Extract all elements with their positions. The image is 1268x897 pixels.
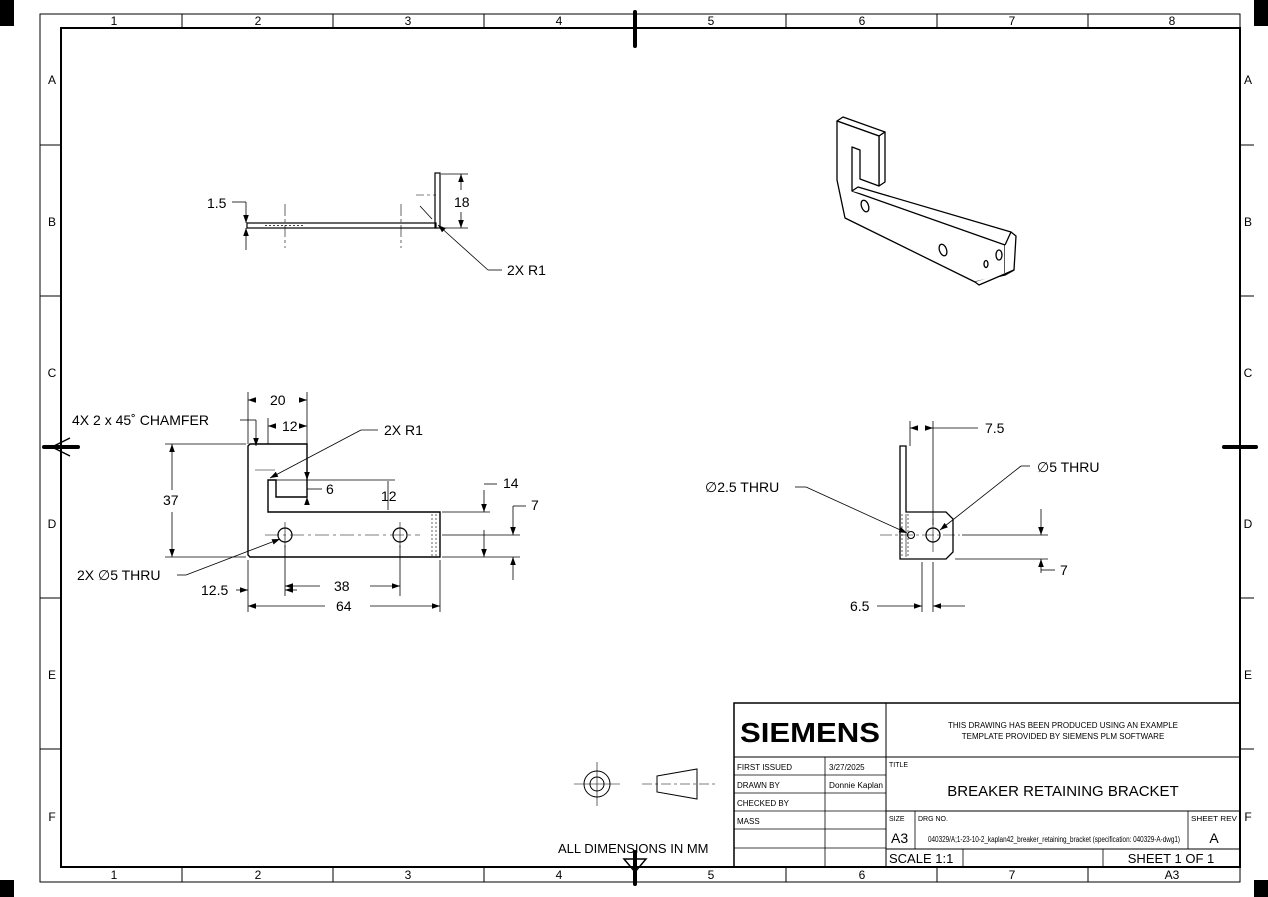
dim-12-5: 12.5: [201, 582, 228, 598]
zone-col-bottom: 3: [405, 868, 412, 882]
zone-col-bottom: 2: [255, 868, 262, 882]
zone-row-right: A: [1244, 73, 1252, 87]
value-sheet: SHEET 1 OF 1: [1128, 851, 1214, 866]
zone-col-bottom: A3: [1165, 868, 1180, 882]
note-side-small-hole: ∅2.5 THRU: [705, 479, 779, 495]
iso-hole-flange-1: [995, 249, 1003, 261]
dim-side-7: 7: [1060, 562, 1068, 578]
dim-height-37: 37: [163, 492, 179, 508]
units-note: ALL DIMENSIONS IN MM: [558, 841, 708, 856]
front-view-dimensions: [165, 392, 526, 612]
zone-labels: 1 2 3 4 5 6 7 8 1 2 3 4 5 6 7 A3 A B C D…: [48, 14, 1253, 882]
dim-7: 7: [531, 497, 539, 513]
zone-col-bottom: 7: [1009, 868, 1016, 882]
side-view-geometry: [880, 445, 960, 560]
zone-row-right: E: [1244, 668, 1252, 682]
dim-thickness: 1.5: [207, 195, 227, 211]
front-view: 4X 2 x 45˚ CHAMFER 20 12 2X R1 37 6 12 1…: [72, 392, 539, 614]
drawing-title: BREAKER RETAINING BRACKET: [947, 783, 1178, 800]
label-title: TITLE: [889, 762, 908, 769]
note-front-holes: 2X ∅5 THRU: [77, 567, 161, 583]
zone-col-top: 1: [111, 14, 118, 28]
dim-64: 64: [336, 598, 352, 614]
value-size: A3: [891, 830, 908, 846]
dim-slot-6: 6: [326, 481, 334, 497]
zone-row-right: F: [1244, 810, 1251, 824]
zone-row-right: C: [1244, 366, 1253, 380]
zone-row-right: B: [1244, 215, 1252, 229]
label-drawn-by: DRAWN BY: [737, 781, 780, 790]
inner-frame: [60, 27, 1241, 868]
zone-col-top: 4: [556, 14, 563, 28]
zone-row-left: B: [48, 215, 56, 229]
label-sheet-rev: SHEET REV: [1191, 816, 1237, 823]
value-drg-no: 040329/A;1-23-10-2_kaplan42_breaker_reta…: [928, 835, 1180, 844]
zone-row-left: E: [48, 668, 56, 682]
top-view-dimensions: [232, 173, 502, 271]
note-side-large-hole: ∅5 THRU: [1037, 459, 1100, 475]
title-block: SIEMENS THIS DRAWING HAS BEEN PRODUCED U…: [733, 702, 1241, 868]
label-size: SIZE: [889, 816, 905, 823]
iso-hole-flange-2: [983, 259, 989, 269]
centering-marks: [42, 10, 1258, 886]
side-view-dimensions: [795, 421, 1055, 612]
zone-col-bottom: 1: [111, 868, 118, 882]
zone-col-top: 5: [708, 14, 715, 28]
side-view: 7.5 ∅5 THRU ∅2.5 THRU 7 6.5: [705, 420, 1100, 614]
zone-col-top: 2: [255, 14, 262, 28]
zone-ticks: [40, 14, 1254, 882]
iso-hole-right: [938, 243, 948, 257]
dim-6-5: 6.5: [850, 598, 870, 614]
zone-row-left: A: [48, 73, 56, 87]
zone-row-left: C: [48, 366, 57, 380]
template-note-1: THIS DRAWING HAS BEEN PRODUCED USING AN …: [948, 721, 1178, 730]
zone-row-right: D: [1244, 517, 1253, 531]
isometric-view: [836, 116, 1017, 286]
projection-symbol: [574, 762, 715, 806]
value-first-issued: 3/27/2025: [829, 763, 865, 772]
dim-flange-height: 18: [454, 194, 470, 210]
dim-7-5: 7.5: [985, 420, 1005, 436]
dim-slot-12: 12: [282, 418, 298, 434]
label-first-issued: FIRST ISSUED: [737, 763, 792, 772]
label-checked-by: CHECKED BY: [737, 799, 790, 808]
value-drawn-by: Donnie Kaplan: [829, 781, 883, 790]
top-view-geometry: [246, 172, 441, 248]
dim-width-20: 20: [270, 392, 286, 408]
zone-row-left: D: [48, 517, 57, 531]
outer-frame: [39, 13, 1241, 883]
projection-arrow-bottom: [622, 858, 648, 874]
zone-col-bottom: 6: [859, 868, 866, 882]
dim-14: 14: [503, 475, 519, 491]
zone-col-top: 7: [1009, 14, 1016, 28]
value-sheet-rev: A: [1209, 830, 1219, 846]
dim-38: 38: [334, 578, 350, 594]
siemens-logo: SIEMENS: [740, 717, 880, 748]
label-drg-no: DRG NO.: [918, 816, 948, 823]
label-mass: MASS: [737, 817, 760, 826]
zone-row-left: F: [48, 810, 55, 824]
note-chamfer: 4X 2 x 45˚ CHAMFER: [72, 412, 209, 428]
zone-col-top: 6: [859, 14, 866, 28]
iso-hole-left: [860, 199, 870, 213]
dim-12: 12: [381, 488, 397, 504]
zone-col-bottom: 4: [556, 868, 563, 882]
zone-col-top: 3: [405, 14, 412, 28]
zone-col-bottom: 5: [708, 868, 715, 882]
note-front-radius: 2X R1: [384, 422, 423, 438]
value-scale: SCALE 1:1: [889, 851, 953, 866]
projection-arrow-left: [50, 437, 71, 457]
top-view: 1.5 18 2X R1: [207, 172, 546, 278]
zone-col-top: 8: [1169, 14, 1176, 28]
note-top-radius: 2X R1: [507, 262, 546, 278]
template-note-2: TEMPLATE PROVIDED BY SIEMENS PLM SOFTWAR…: [962, 732, 1165, 741]
